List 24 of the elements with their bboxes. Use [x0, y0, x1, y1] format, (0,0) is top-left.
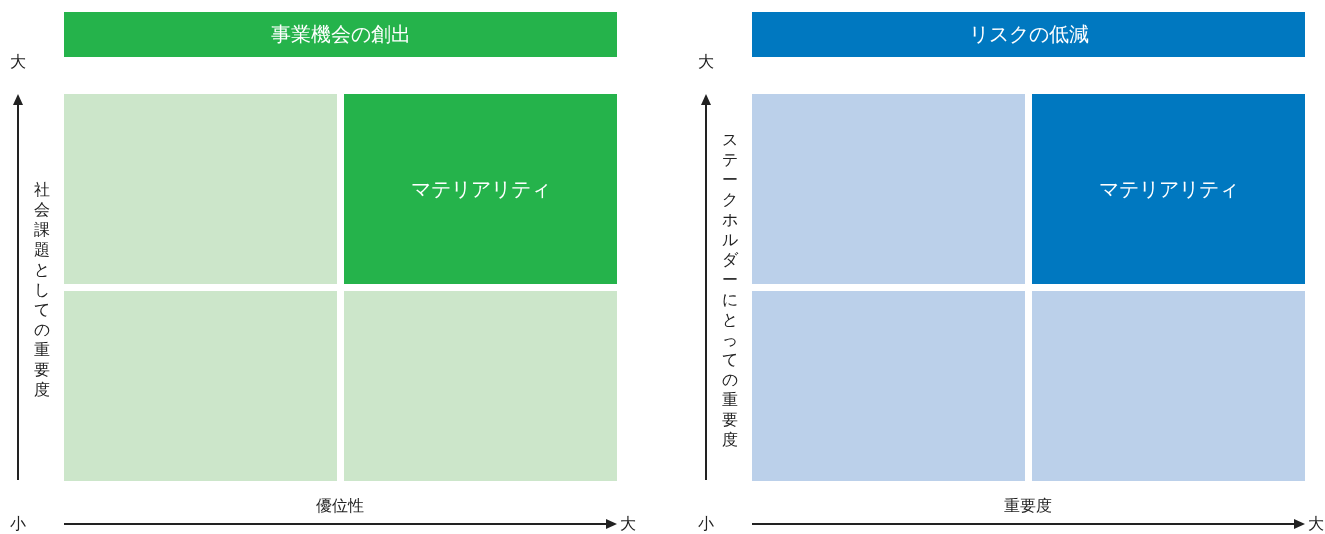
matrix-quadrant — [344, 94, 617, 284]
axis-title: 重要度 — [1004, 498, 1052, 514]
matrix-quadrant — [752, 291, 1025, 481]
axis-end-label: 大 — [1308, 516, 1324, 532]
quadrant-label: マテリアリティ — [410, 175, 551, 203]
quadrant-label: マテリアリティ — [1098, 175, 1239, 203]
matrix-quadrant — [64, 94, 337, 284]
matrix-quadrant — [344, 291, 617, 481]
axis-end-label: 大 — [698, 54, 714, 70]
matrix-quadrant — [752, 94, 1025, 284]
header-bar — [752, 12, 1305, 57]
axis-title: 優位性 — [316, 498, 364, 514]
matrix-quadrant — [1032, 94, 1305, 284]
axis-end-label: 小 — [10, 516, 26, 532]
matrix-quadrant — [1032, 291, 1305, 481]
heading: 事業機会の創出 — [270, 21, 411, 48]
axis-title: ステークホルダーにとっての重要度 — [721, 130, 739, 450]
axis-end-label: 大 — [10, 54, 26, 70]
header-bar — [64, 12, 617, 57]
matrix-quadrant — [64, 291, 337, 481]
axis-end-label: 大 — [620, 516, 636, 532]
heading: リスクの低減 — [968, 21, 1089, 48]
axis-title: 社会課題としての重要度 — [33, 180, 51, 400]
axis-end-label: 小 — [698, 516, 714, 532]
